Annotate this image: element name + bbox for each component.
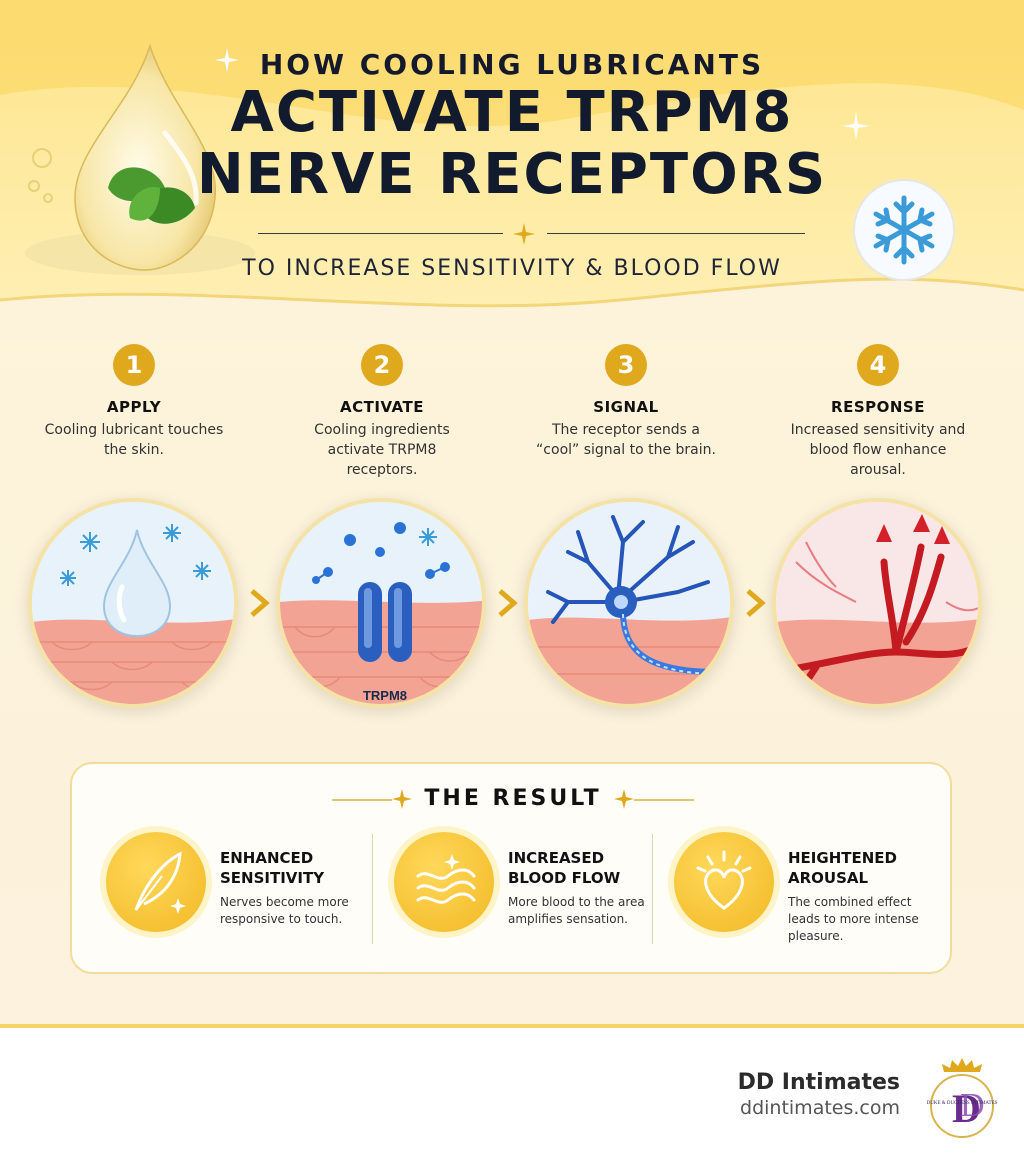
apply-illustration — [28, 498, 238, 708]
chevron-right-icon — [746, 589, 766, 617]
sparkle-icon — [215, 48, 239, 72]
snowflake-icon — [419, 528, 437, 546]
snowflake-icon — [60, 524, 211, 586]
result-divider — [652, 834, 653, 944]
signal-illustration — [524, 498, 734, 708]
brand-logo: D D DUKE & DUCHESS INTIMATES — [927, 1058, 998, 1138]
brand-url[interactable]: ddintimates.com — [740, 1097, 900, 1119]
snowflake-icon — [873, 195, 935, 265]
trpm8-receptor-icon — [358, 582, 412, 662]
result-panel: THE RESULT ENHANCED SENSITIVITY Nerves b… — [70, 762, 952, 974]
step-title: ACTIVATE — [340, 398, 424, 416]
arrow-up-icon — [876, 514, 950, 544]
chevron-right-icon — [250, 589, 270, 617]
brand-name: DD Intimates — [737, 1070, 900, 1095]
result-text: The combined effect leads to more intens… — [788, 895, 919, 943]
activate-illustration: TRPM8 — [276, 498, 486, 708]
subtitle: TO INCREASE SENSITIVITY & BLOOD FLOW — [242, 256, 782, 281]
sparkle-icon — [392, 789, 412, 809]
result-text: More blood to the area amplifies sensati… — [508, 895, 645, 926]
result-heading: INCREASED BLOOD FLOW — [508, 849, 621, 887]
svg-text:D: D — [960, 1087, 985, 1124]
result-divider — [372, 834, 373, 944]
svg-text:D: D — [952, 1086, 981, 1131]
result-text: Nerves become more responsive to touch. — [220, 895, 349, 926]
trpm8-label: TRPM8 — [363, 688, 407, 703]
logo-text: DUKE & DUCHESS INTIMATES — [927, 1101, 998, 1106]
blood-vessel-icon — [776, 543, 978, 704]
step-title: SIGNAL — [593, 398, 659, 416]
title-divider-left — [258, 233, 503, 234]
title-activate: ACTIVATE TRPM8 — [230, 80, 794, 145]
snowflake-badge — [853, 179, 955, 281]
chevron-right-icon — [498, 589, 518, 617]
title-line-1: HOW COOLING LUBRICANTS — [259, 48, 765, 81]
title-divider-right — [547, 233, 805, 234]
response-illustration — [772, 498, 982, 708]
step-description: The receptor sends a “cool” signal to th… — [536, 422, 716, 458]
sparkle-icon — [842, 112, 870, 140]
result-heading: ENHANCED SENSITIVITY — [220, 849, 325, 887]
result-line-right — [634, 799, 694, 801]
result-heading: HEIGHTENED AROUSAL — [788, 849, 897, 887]
step-description: Cooling lubricant touches the skin. — [44, 422, 224, 458]
result-title: THE RESULT — [424, 786, 602, 811]
step-number-badge: 2 — [361, 344, 403, 386]
mint-leaf-icon — [108, 167, 195, 224]
step-number-badge: 3 — [605, 344, 647, 386]
step-title: APPLY — [106, 398, 162, 416]
divider-sparkle-icon — [513, 223, 535, 245]
header: HOW COOLING LUBRICANTS ACTIVATE TRPM8 NE… — [0, 0, 1024, 340]
header-wave-background — [0, 0, 1024, 340]
footer: DD Intimates ddintimates.com D D DUKE & … — [0, 1024, 1024, 1154]
step-description: Cooling ingredients activate TRPM8 recep… — [314, 422, 450, 478]
step-number-badge: 4 — [857, 344, 899, 386]
result-line-left — [332, 799, 392, 801]
lubricant-droplet-illustration — [25, 43, 255, 275]
step-signal: 3 SIGNAL The receptor sends a “cool” sig… — [516, 344, 736, 460]
waves-icon — [394, 832, 494, 932]
step-apply: 1 APPLY Cooling lubricant touches the sk… — [24, 344, 244, 460]
step-response: 4 RESPONSE Increased sensitivity and blo… — [768, 344, 988, 480]
title-line-2: ACTIVATE TRPM8 NERVE RECEPTORS — [0, 82, 1024, 206]
title-receptors: NERVE RECEPTORS — [196, 142, 828, 207]
step-number-badge: 1 — [113, 344, 155, 386]
sparkle-icon — [614, 789, 634, 809]
step-activate: 2 ACTIVATE Cooling ingredients activate … — [272, 344, 492, 480]
step-description: Increased sensitivity and blood flow enh… — [790, 422, 966, 478]
feather-icon — [106, 832, 206, 932]
brand-block: DD Intimates ddintimates.com — [738, 1070, 900, 1119]
heart-icon — [674, 832, 774, 932]
step-title: RESPONSE — [831, 398, 925, 416]
